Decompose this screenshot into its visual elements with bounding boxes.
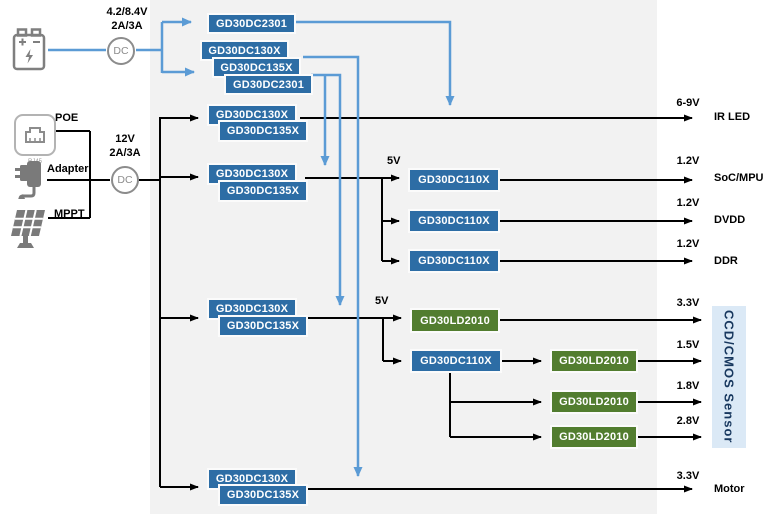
output-load: DVDD — [714, 214, 746, 226]
output-voltage: 1.8V — [676, 380, 700, 392]
output-voltage: 1.2V — [676, 155, 700, 167]
converter-block: GD30DC110X — [408, 209, 500, 233]
converter-block: GD30DC110X — [408, 249, 500, 273]
ccd-cmos-sensor-box: CCD/CMOS Sensor — [712, 306, 746, 448]
converter-block: GD30DC135X — [218, 120, 308, 142]
battery-spec-voltage: 4.2/8.4V — [106, 6, 148, 18]
solar-panel-icon — [11, 209, 45, 248]
battery-icon — [12, 28, 46, 71]
output-voltage: 2.8V — [676, 415, 700, 427]
output-voltage: 3.3V — [676, 470, 700, 482]
converter-block: GD30DC110X — [408, 168, 500, 192]
output-load: IR LED — [714, 111, 751, 123]
power-adapter-icon — [15, 161, 41, 200]
adapter-label: Adapter — [47, 163, 89, 175]
battery2301-to-5vb — [311, 73, 345, 306]
output-voltage: 1.2V — [676, 197, 700, 209]
poe-label: POE — [55, 112, 79, 124]
boost2301-to-irled — [295, 20, 455, 106]
output-voltage: 3.3V — [676, 297, 700, 309]
output-voltage: 1.5V — [676, 339, 700, 351]
rail-5v-b-label: 5V — [375, 295, 389, 307]
ldo-block: GD30LD2010 — [550, 425, 638, 449]
battery135x-to-motor — [303, 55, 363, 477]
ldo-block: GD30LD2010 — [550, 390, 638, 414]
dc12-trunk-wire — [139, 117, 161, 487]
dc-converter-wired: DC — [111, 166, 139, 194]
output-load: Motor — [714, 483, 745, 495]
dc84-split-wire — [136, 22, 164, 73]
output-voltage: 6-9V — [676, 97, 700, 109]
converter-block: GD30DC135X — [218, 484, 308, 506]
ldo-block: GD30LD2010 — [550, 349, 638, 373]
converter-block: GD30DC135X — [218, 180, 308, 202]
output-voltage: 1.2V — [676, 238, 700, 250]
poe-wire — [47, 130, 110, 219]
output-load: DDR — [714, 255, 738, 267]
output-load: SoC/MPU — [714, 172, 764, 184]
wired-spec-voltage: 12V — [115, 133, 135, 145]
battery-spec-current: 2A/3A — [111, 20, 143, 32]
rail-5v-a-label: 5V — [387, 155, 401, 167]
rj45-icon — [14, 114, 56, 156]
converter-block: GD30DC2301 — [224, 74, 313, 95]
dc-converter-battery: DC — [107, 37, 135, 65]
wired-spec-current: 2A/3A — [109, 147, 141, 159]
converter-block: GD30DC110X — [410, 349, 502, 373]
ldo-block: GD30LD2010 — [410, 308, 500, 333]
converter-block: GD30DC135X — [218, 315, 308, 337]
mppt-label: MPPT — [54, 208, 85, 220]
converter-block: GD30DC2301 — [207, 13, 296, 34]
